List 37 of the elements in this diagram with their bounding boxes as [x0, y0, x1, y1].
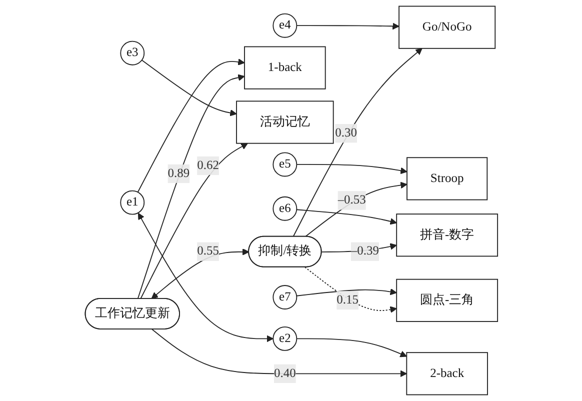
edge-label: 0.89 — [167, 166, 190, 180]
node-box: 1-back — [244, 46, 326, 90]
node-circle: e7 — [272, 285, 297, 310]
node-circle: e6 — [272, 196, 297, 221]
node-box: 2-back — [406, 352, 488, 396]
edge-label: –0.53 — [337, 193, 366, 207]
arrow — [296, 209, 396, 225]
edge-label: 0.62 — [196, 158, 219, 172]
arrow — [304, 266, 396, 313]
node-box: 拼音-数字 — [396, 214, 498, 257]
arrow — [296, 288, 396, 296]
node-circle: e1 — [120, 190, 144, 215]
node-circle: e3 — [120, 40, 144, 66]
edge-label: 0.40 — [274, 366, 296, 380]
arrow — [296, 164, 407, 174]
arrow — [140, 60, 236, 116]
node-box: Stroop — [406, 157, 488, 200]
node-box: 圆点-三角 — [396, 278, 498, 322]
edge-label: 0.15 — [336, 293, 358, 306]
arrow — [138, 212, 274, 342]
node-circle: e5 — [272, 152, 297, 177]
node-box: Go/NoGo — [398, 6, 496, 49]
node-box: 活动记忆 — [236, 100, 334, 144]
arrow — [136, 74, 244, 300]
edge-label: 0.55 — [196, 244, 219, 258]
arrow — [151, 328, 407, 378]
arrow — [140, 143, 248, 300]
arrow — [150, 248, 249, 299]
edge-label: –0.39 — [350, 244, 379, 258]
arrow — [296, 338, 407, 358]
arrow — [136, 58, 244, 193]
node-circle: e2 — [272, 326, 297, 351]
node-circle: e4 — [272, 13, 297, 38]
arrow — [292, 48, 422, 238]
arrow — [296, 22, 399, 30]
arrow — [304, 182, 407, 238]
edge-label: 0.30 — [334, 126, 357, 140]
